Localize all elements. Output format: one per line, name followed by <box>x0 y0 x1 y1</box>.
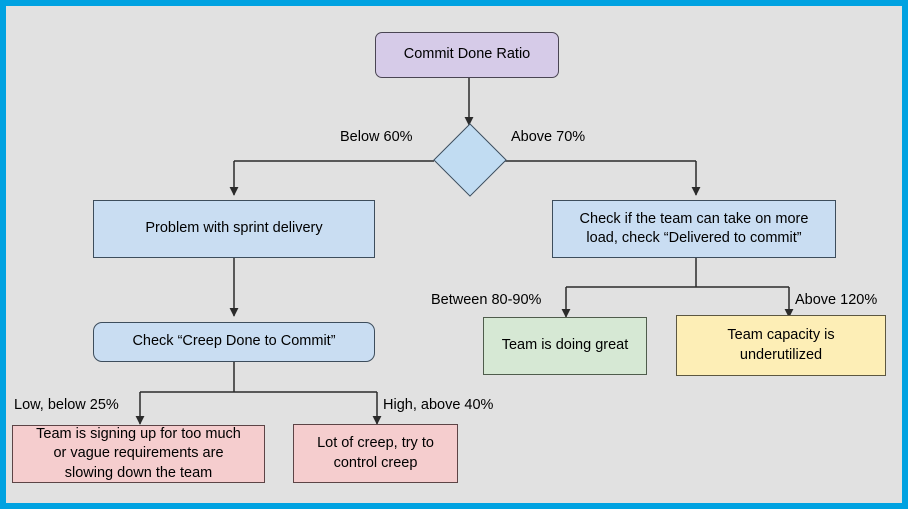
node-lot-of-creep[interactable]: Lot of creep, try to control creep <box>293 424 458 483</box>
node-problem-with-sprint-delivery[interactable]: Problem with sprint delivery <box>93 200 375 258</box>
node-team-is-doing-great[interactable]: Team is doing great <box>483 317 647 375</box>
edge-label-above-120: Above 120% <box>795 292 878 308</box>
edge-label-below-60: Below 60% <box>340 129 413 145</box>
node-team-signing-up-too-much[interactable]: Team is signing up for too much or vague… <box>12 425 265 483</box>
node-check-team-capacity[interactable]: Check if the team can take on more load,… <box>552 200 836 258</box>
edge-label-above-70: Above 70% <box>511 129 586 145</box>
edge-label-between-80-90: Between 80-90% <box>431 292 542 308</box>
node-check-creep-done-to-commit[interactable]: Check “Creep Done to Commit” <box>93 322 375 362</box>
node-decision-diamond[interactable] <box>433 123 507 197</box>
edge-label-low-below-25: Low, below 25% <box>14 397 119 413</box>
edge-label-high-above-40: High, above 40% <box>383 397 494 413</box>
node-commit-done-ratio[interactable]: Commit Done Ratio <box>375 32 559 78</box>
node-team-capacity-underutilized[interactable]: Team capacity is underutilized <box>676 315 886 376</box>
diagram-canvas: Commit Done Ratio Problem with sprint de… <box>6 6 902 503</box>
